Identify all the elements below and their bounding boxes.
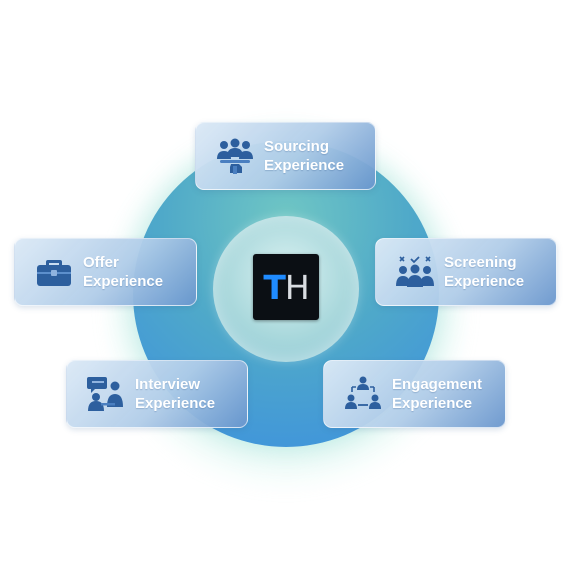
people-check-icon bbox=[396, 256, 434, 287]
group-hand-icon bbox=[217, 138, 253, 174]
interview-experience-card: Interview Experience bbox=[66, 360, 248, 428]
team-network-icon bbox=[345, 376, 381, 409]
offer-label-line2: Experience bbox=[83, 273, 164, 290]
engagement-label-line1: Engagement bbox=[392, 376, 483, 393]
logo-letter-h: H bbox=[284, 267, 310, 307]
interview-label-line2: Experience bbox=[135, 395, 216, 412]
interview-label: Interview Experience bbox=[135, 375, 215, 413]
logo-letter-t: T bbox=[263, 267, 285, 307]
offer-label: Offer Experience bbox=[83, 253, 163, 291]
briefcase-icon bbox=[37, 260, 71, 286]
screening-label: Screening Experience bbox=[444, 253, 524, 291]
sourcing-experience-card: Sourcing Experience bbox=[195, 122, 376, 190]
sourcing-label-line1: Sourcing bbox=[264, 138, 330, 155]
sourcing-label: Sourcing Experience bbox=[264, 137, 344, 175]
offer-experience-card: Offer Experience bbox=[14, 238, 197, 306]
engagement-label: Engagement Experience bbox=[392, 375, 482, 413]
interview-chat-icon bbox=[87, 377, 123, 411]
engagement-experience-card: Engagement Experience bbox=[323, 360, 506, 428]
offer-label-line1: Offer bbox=[83, 254, 119, 271]
interview-label-line1: Interview bbox=[135, 376, 201, 393]
screening-label-line2: Experience bbox=[444, 273, 525, 290]
sourcing-label-line2: Experience bbox=[264, 157, 345, 174]
engagement-label-line2: Experience bbox=[392, 395, 473, 412]
screening-label-line1: Screening bbox=[444, 254, 517, 271]
screening-experience-card: Screening Experience bbox=[375, 238, 557, 306]
